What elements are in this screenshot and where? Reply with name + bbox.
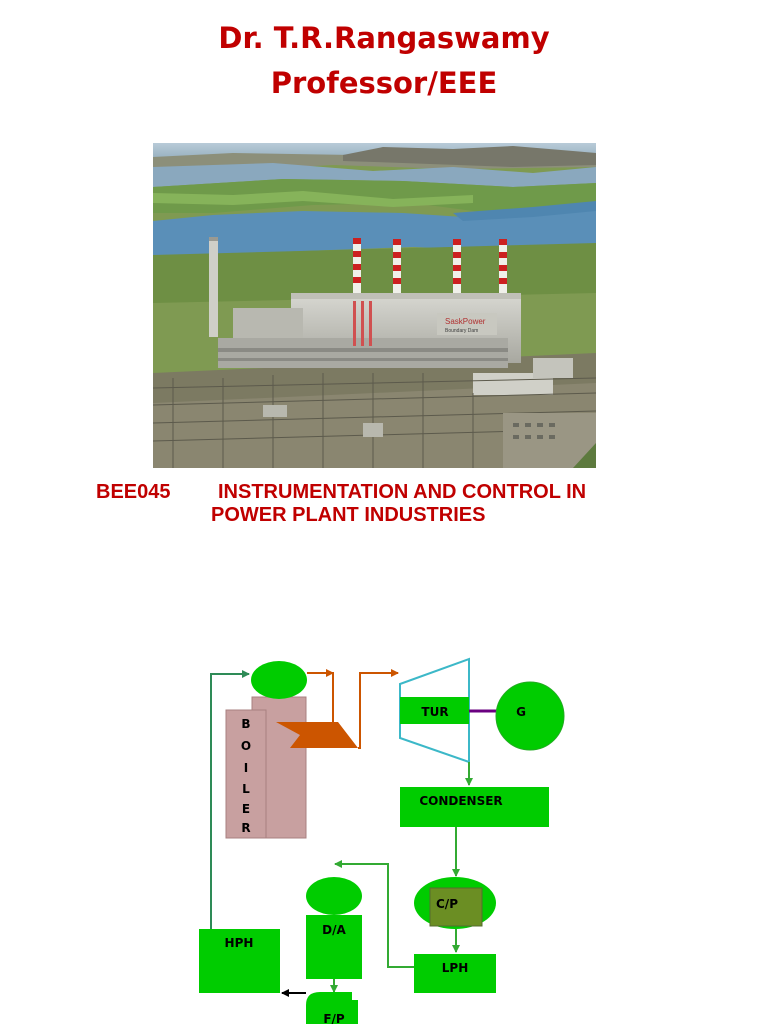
- boiler-letter: E: [242, 802, 250, 816]
- feed-pump: [306, 992, 358, 1024]
- generator-label: G: [516, 705, 526, 719]
- feed-pump-label: F/P: [323, 1012, 345, 1024]
- deaerator-drum: [306, 877, 362, 915]
- boiler-letter: O: [241, 739, 251, 753]
- deaerator-label: D/A: [322, 923, 346, 937]
- steam-line-turbine: [358, 669, 399, 749]
- boiler-column: [225, 709, 267, 839]
- deaerator-box: [306, 915, 362, 979]
- hph-label: HPH: [225, 936, 254, 950]
- condenser-box: [400, 787, 549, 827]
- boiler-letter: B: [241, 717, 250, 731]
- hph-box: [199, 929, 280, 993]
- hph-to-drum-line: [210, 670, 250, 929]
- lph-box: [414, 954, 496, 993]
- course-code: BEE045: [96, 481, 171, 503]
- red-white-stacks: [353, 238, 507, 293]
- plant-sign: SaskPower: [445, 317, 486, 326]
- power-plant-photo: SaskPower Boundary Dam: [153, 143, 596, 468]
- boiler-letter: L: [242, 782, 250, 796]
- turbine-label: TUR: [421, 705, 448, 719]
- generator: [495, 681, 565, 751]
- boiler-letter: R: [241, 821, 250, 835]
- course-title-line2: POWER PLANT INDUSTRIES: [211, 504, 486, 526]
- author-name: Dr. T.R.Rangaswamy: [218, 21, 550, 55]
- course-title-line1: INSTRUMENTATION AND CONTROL IN: [218, 481, 587, 503]
- condensate-pump-body: [429, 887, 483, 927]
- author-role: Professor/EEE: [270, 66, 498, 100]
- turbine-box: [400, 697, 469, 724]
- power-plant-illustration: SaskPower Boundary Dam: [153, 143, 596, 468]
- condenser-label: CONDENSER: [419, 794, 502, 808]
- cycle-diagram-svg: B O I L E R TUR G CONDENSER C/P: [199, 657, 565, 1024]
- superheater-shape: [276, 722, 358, 748]
- lph-to-da-line: [334, 860, 414, 968]
- boiler-letter: I: [244, 761, 248, 775]
- steam-drum: [251, 661, 307, 699]
- condensate-pump-label: C/P: [436, 897, 458, 911]
- plant-subsign: Boundary Dam: [445, 328, 478, 334]
- lph-label: LPH: [442, 961, 468, 975]
- power-plant-cycle-diagram: B O I L E R TUR G CONDENSER C/P: [0, 640, 768, 1024]
